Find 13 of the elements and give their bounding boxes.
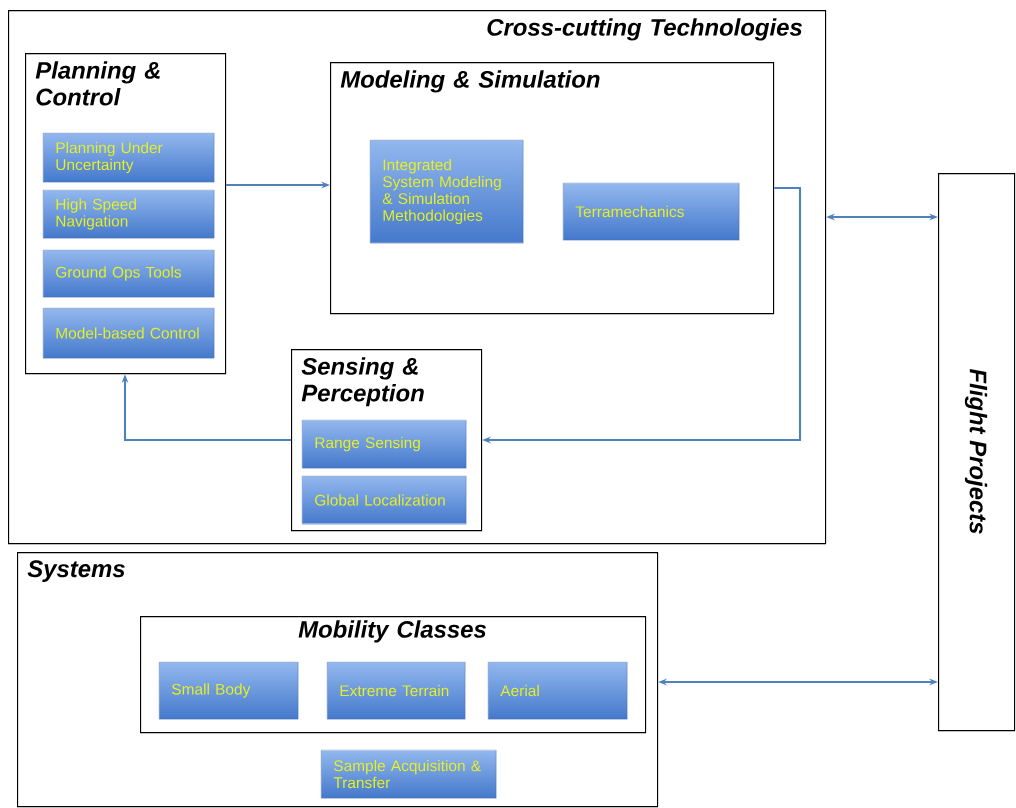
item-box: Integrated System Modeling & Simulation Methodologies — [370, 140, 524, 244]
side-box: Flight Projects — [938, 173, 1016, 732]
item-box: Model-based Control — [43, 308, 215, 359]
item-box: Extreme Terrain — [327, 662, 466, 720]
item-box: Global Localization — [302, 476, 467, 525]
item-box: Terramechanics — [563, 183, 740, 241]
item-box: Planning Under Uncertainty — [43, 133, 215, 183]
item-box: Small Body — [159, 662, 299, 720]
item-box: Sample Acquisition & Transfer — [321, 750, 497, 799]
item-box: High Speed Navigation — [43, 190, 215, 239]
item-box: Ground Ops Tools — [43, 250, 215, 298]
item-box: Range Sensing — [302, 420, 467, 469]
item-box: Aerial — [488, 662, 628, 720]
